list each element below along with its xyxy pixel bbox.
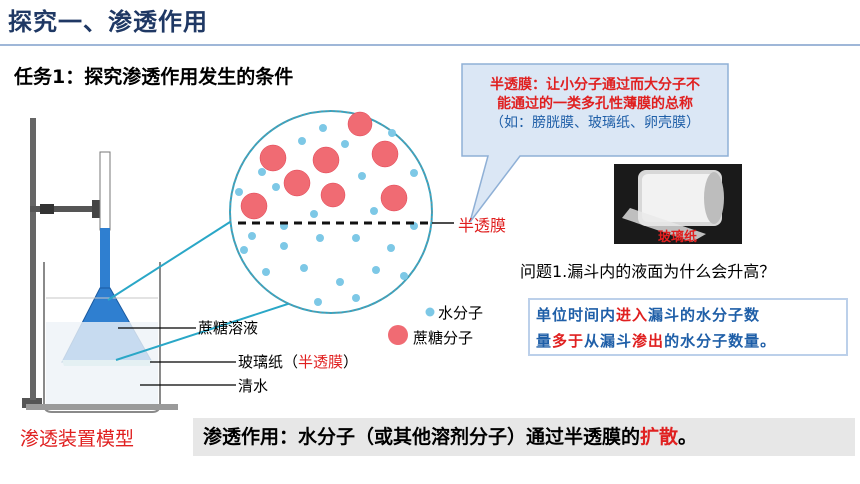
clamp-screw — [40, 204, 54, 214]
callout-box — [461, 63, 729, 223]
callout-line-1: 半透膜：让小分子通过而大分子不 — [490, 77, 700, 93]
title-divider — [0, 44, 860, 46]
glass-paper-roll-icon — [622, 170, 724, 242]
sucrose-molecules — [240, 111, 408, 220]
callout-line-2: 能通过的一类多孔性薄膜的总称 — [497, 96, 693, 112]
funnel-tube-liquid — [100, 228, 110, 290]
zoom-line-bottom — [115, 299, 301, 361]
callout-text: 半透膜：让小分子通过而大分子不 能通过的一类多孔性薄膜的总称 （如：膀胱膜、玻璃… — [466, 76, 724, 133]
beaker-water — [46, 322, 158, 410]
legend-sucrose-label: 蔗糖分子 — [413, 329, 474, 347]
conclusion-bar: 渗透作用：水分子（或其他溶剂分子）通过半透膜的扩散。 — [193, 418, 855, 456]
beaker-base — [26, 404, 178, 410]
zoom-line-top — [107, 221, 231, 301]
glass-paper-label: 玻璃纸（半透膜） — [238, 353, 359, 371]
task-heading: 任务1：探究渗透作用发生的条件 — [14, 66, 294, 88]
membrane-label: 半透膜 — [458, 216, 507, 235]
model-label: 渗透装置模型 — [20, 428, 135, 450]
question-1: 问题1.漏斗内的液面为什么会升高？ — [520, 262, 776, 281]
callout-line-3: （如：膀胱膜、玻璃纸、卵壳膜） — [490, 115, 700, 131]
legend-water-label: 水分子 — [438, 304, 484, 322]
stand-base — [22, 398, 42, 408]
funnel-tube-empty — [99, 151, 111, 231]
answer-line-1: 单位时间内进入漏斗的水分子数 — [536, 306, 761, 324]
photo-caption: 玻璃纸 — [658, 230, 698, 245]
water-molecules — [235, 124, 418, 306]
answer-box: 单位时间内进入漏斗的水分子数 量多于从漏斗渗出的水分子数量。 — [528, 298, 848, 356]
stand-clamp — [30, 206, 110, 212]
stand-rod — [30, 118, 36, 400]
answer-line-2: 量多于从漏斗渗出的水分子数量。 — [536, 332, 777, 350]
sucrose-solution-label: 蔗糖溶液 — [198, 319, 259, 337]
clear-water-label: 清水 — [238, 377, 269, 395]
legend-sucrose-icon — [388, 325, 408, 345]
legend-water-icon — [425, 307, 435, 317]
page-title: 探究一、渗透作用 — [8, 8, 208, 36]
glass-paper-photo — [614, 164, 742, 244]
